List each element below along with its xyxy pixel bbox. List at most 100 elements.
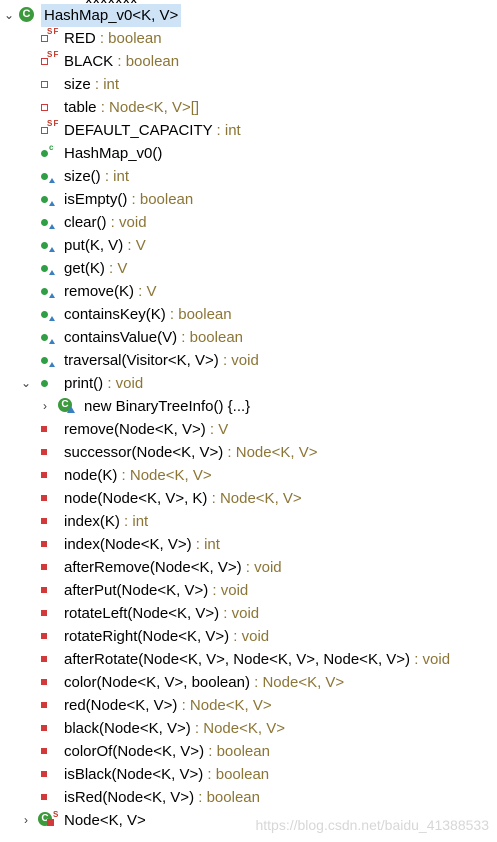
public-method-icon — [38, 372, 58, 395]
tree-node-field-size[interactable]: size : int — [0, 73, 497, 96]
member-label: afterRotate(Node<K, V>, Node<K, V>, Node… — [64, 648, 450, 671]
member-label: isRed(Node<K, V>) : boolean — [64, 786, 260, 809]
tree-node-private-method[interactable]: isRed(Node<K, V>) : boolean — [0, 786, 497, 809]
tree-node-private-method[interactable]: color(Node<K, V>, boolean) : Node<K, V> — [0, 671, 497, 694]
anonymous-class-label: new BinaryTreeInfo() {...} — [84, 398, 251, 415]
member-type: : void — [106, 214, 147, 231]
member-label: rotateRight(Node<K, V>) : void — [64, 625, 269, 648]
tree-node-private-method[interactable]: node(Node<K, V>, K) : Node<K, V> — [0, 487, 497, 510]
member-type: : Node<K, V> — [223, 444, 318, 461]
member-label: black(Node<K, V>) : Node<K, V> — [64, 717, 285, 740]
class-name-label: HashMap_v0<K, V> — [41, 4, 182, 27]
member-label: successor(Node<K, V>) : Node<K, V> — [64, 441, 317, 464]
public-method-override-icon — [38, 211, 58, 234]
member-type: : void — [218, 352, 259, 369]
private-method-icon — [38, 671, 58, 694]
chevron-right-icon[interactable]: › — [24, 813, 28, 827]
member-label: DEFAULT_CAPACITY : int — [64, 119, 241, 142]
member-type: : Node<K, V> — [190, 720, 285, 737]
tree-node-method-containsvalue[interactable]: containsValue(V) : boolean — [0, 326, 497, 349]
member-type: : int — [100, 168, 130, 185]
private-method-icon — [38, 441, 58, 464]
member-name: size — [64, 76, 91, 93]
member-name: black(Node<K, V>) — [64, 720, 191, 737]
tree-node-method-print[interactable]: ⌄print() : void — [0, 372, 497, 395]
member-label: BLACK : boolean — [64, 50, 179, 73]
tree-node-private-method[interactable]: index(Node<K, V>) : int — [0, 533, 497, 556]
member-label: containsKey(K) : boolean — [64, 303, 232, 326]
tree-node-method-isempty[interactable]: isEmpty() : boolean — [0, 188, 497, 211]
tree-node-private-method[interactable]: index(K) : int — [0, 510, 497, 533]
tree-node-private-method[interactable]: isBlack(Node<K, V>) : boolean — [0, 763, 497, 786]
tree-node-method-remove[interactable]: remove(K) : V — [0, 280, 497, 303]
chevron-right-icon[interactable]: › — [43, 399, 47, 413]
tree-node-private-method[interactable]: afterPut(Node<K, V>) : void — [0, 579, 497, 602]
member-name: afterPut(Node<K, V>) — [64, 582, 209, 599]
member-name: traversal(Visitor<K, V>) — [64, 352, 219, 369]
member-name: colorOf(Node<K, V>) — [64, 743, 205, 760]
tree-node-private-method[interactable]: remove(Node<K, V>) : V — [0, 418, 497, 441]
tree-node-private-method[interactable]: afterRemove(Node<K, V>) : void — [0, 556, 497, 579]
member-type: : V — [205, 421, 229, 438]
private-method-icon — [38, 625, 58, 648]
tree-node-anonymous-class[interactable]: › C new BinaryTreeInfo() {...} — [0, 395, 497, 418]
member-type: : boolean — [113, 53, 180, 70]
member-type: : boolean — [127, 191, 194, 208]
tree-node-private-method[interactable]: successor(Node<K, V>) : Node<K, V> — [0, 441, 497, 464]
tree-node-private-method[interactable]: afterRotate(Node<K, V>, Node<K, V>, Node… — [0, 648, 497, 671]
tree-node-method-traversal[interactable]: traversal(Visitor<K, V>) : void — [0, 349, 497, 372]
tree-node-method-containskey[interactable]: containsKey(K) : boolean — [0, 303, 497, 326]
private-field-icon — [38, 73, 58, 96]
member-type: : boolean — [95, 30, 162, 47]
constructor-icon: c — [38, 142, 58, 165]
member-type: : boolean — [203, 766, 270, 783]
tree-node-method-put[interactable]: put(K, V) : V — [0, 234, 497, 257]
member-type: : Node<K, V> — [249, 674, 345, 691]
member-type: : void — [219, 605, 260, 622]
member-type: : void — [229, 628, 270, 645]
class-icon: C — [19, 4, 39, 27]
tree-node-field-table[interactable]: table : Node<K, V>[] — [0, 96, 497, 119]
tree-node-method-get[interactable]: get(K) : V — [0, 257, 497, 280]
private-method-icon — [38, 556, 58, 579]
member-name: print() — [64, 375, 104, 392]
tree-node-private-method[interactable]: colorOf(Node<K, V>) : boolean — [0, 740, 497, 763]
chevron-down-icon[interactable]: ⌄ — [20, 376, 32, 390]
member-type: : Node<K, V>[] — [96, 99, 200, 116]
tree-node-method-clear[interactable]: clear() : void — [0, 211, 497, 234]
member-name: successor(Node<K, V>) — [64, 444, 224, 461]
member-name: get(K) — [64, 260, 105, 277]
member-label: remove(Node<K, V>) : V — [64, 418, 228, 441]
member-name: isBlack(Node<K, V>) — [64, 766, 204, 783]
tree-node-private-method[interactable]: rotateLeft(Node<K, V>) : void — [0, 602, 497, 625]
member-name: node(Node<K, V>, K) — [64, 490, 208, 507]
chevron-down-icon[interactable]: ⌄ — [3, 8, 15, 22]
member-name: containsKey(K) — [64, 306, 166, 323]
tree-node-private-method[interactable]: rotateRight(Node<K, V>) : void — [0, 625, 497, 648]
public-method-override-icon — [38, 326, 58, 349]
member-label: isBlack(Node<K, V>) : boolean — [64, 763, 269, 786]
tree-node-class[interactable]: ⌄ C HashMap_v0<K, V> — [0, 4, 497, 27]
tree-node-private-method[interactable]: black(Node<K, V>) : Node<K, V> — [0, 717, 497, 740]
member-label: index(Node<K, V>) : int — [64, 533, 220, 556]
member-type: : int — [90, 76, 120, 93]
member-label: RED : boolean — [64, 27, 162, 50]
member-name: isRed(Node<K, V>) — [64, 789, 195, 806]
tree-node-private-method[interactable]: red(Node<K, V>) : Node<K, V> — [0, 694, 497, 717]
watermark-text: https://blog.csdn.net/baidu_41388533 — [255, 817, 489, 833]
anonymous-class-icon: C — [58, 395, 78, 418]
member-label: isEmpty() : boolean — [64, 188, 193, 211]
member-name: afterRemove(Node<K, V>) — [64, 559, 242, 576]
member-type: : int — [119, 513, 149, 530]
private-method-icon — [38, 487, 58, 510]
member-label: colorOf(Node<K, V>) : boolean — [64, 740, 270, 763]
tree-node-private-method[interactable]: node(K) : Node<K, V> — [0, 464, 497, 487]
member-name: index(Node<K, V>) — [64, 536, 192, 553]
member-type: : void — [208, 582, 249, 599]
tree-node-method-size[interactable]: size() : int — [0, 165, 497, 188]
